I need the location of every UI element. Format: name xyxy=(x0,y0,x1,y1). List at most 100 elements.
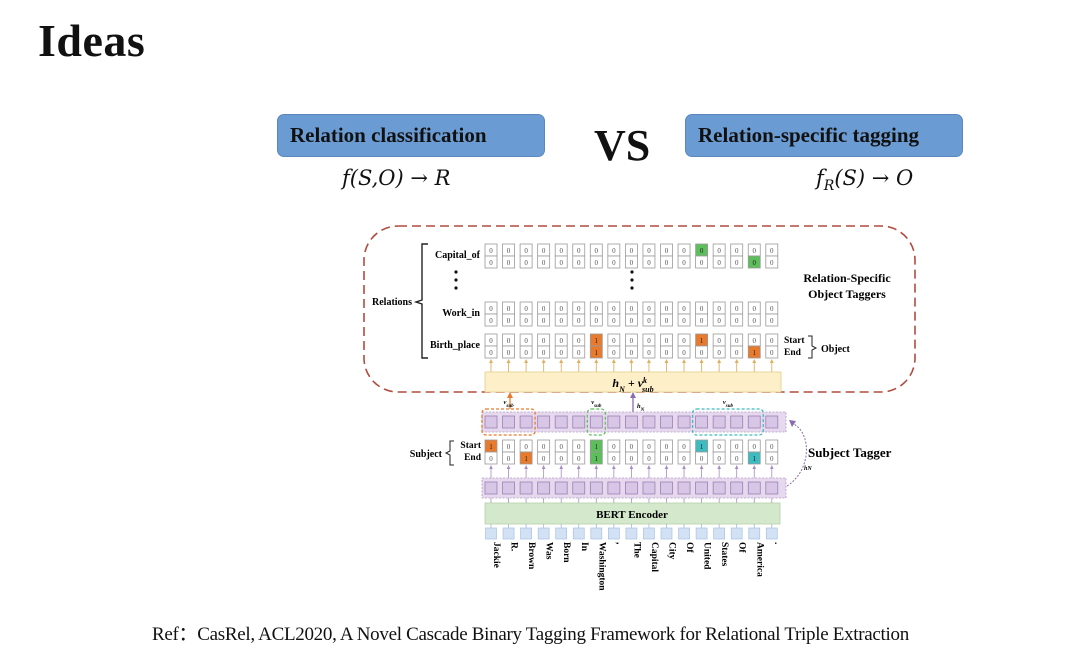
birth-place-start-value: 0 xyxy=(507,337,511,345)
object-taggers-title-1: Relation-Specific xyxy=(803,271,891,285)
capital-of-start-value: 0 xyxy=(630,247,634,255)
work-in-start-value: 0 xyxy=(559,305,563,313)
capital-of-end-cell xyxy=(589,255,603,269)
subject-input-arrowhead xyxy=(664,465,669,469)
capital-of-label: Capital_of xyxy=(435,250,481,261)
birth-place-end-cell xyxy=(519,345,533,359)
hn-arrowhead xyxy=(630,392,636,398)
ellipsis-dot xyxy=(630,286,634,290)
span-representation-unit xyxy=(730,415,744,429)
token-representation-unit xyxy=(554,481,568,495)
work-in-end-value: 0 xyxy=(577,317,581,325)
ellipsis-dot xyxy=(454,270,458,274)
capital-of-end-value: 0 xyxy=(770,259,774,267)
object-brace xyxy=(808,335,818,359)
token-embedding xyxy=(572,527,585,540)
birth-place-end-value: 0 xyxy=(700,349,704,357)
capital-of-end-cell xyxy=(554,255,568,269)
subject-end-value: 1 xyxy=(753,455,757,463)
subject-end-cell xyxy=(572,451,586,465)
subject-start-value: 0 xyxy=(753,443,757,451)
work-in-end-cell xyxy=(589,313,603,327)
work-in-end-value: 0 xyxy=(665,317,669,325)
subject-input-arrowhead xyxy=(770,465,774,469)
capital-of-start-value: 0 xyxy=(770,247,774,255)
birth-place-end-cell xyxy=(695,345,708,359)
capital-of-end-cell xyxy=(607,255,621,269)
birth-place-start-value: 1 xyxy=(700,337,704,345)
subject-end-cell xyxy=(747,451,761,465)
capital-of-end-cell xyxy=(660,255,673,269)
token-label: , xyxy=(614,542,624,545)
token-label: Brown xyxy=(526,542,536,570)
token-representation-unit xyxy=(484,481,498,495)
subject-start-value: 1 xyxy=(700,443,704,451)
token-representation-unit xyxy=(747,481,761,495)
token-embedding xyxy=(485,527,497,540)
token-embedding xyxy=(502,527,515,540)
relation-classification-formula: f(S,O) → R xyxy=(342,166,451,190)
birth-place-end-cell xyxy=(677,345,691,359)
subject-start-value: 0 xyxy=(717,443,721,451)
token-embedding xyxy=(625,527,638,540)
capital-of-start-value: 0 xyxy=(665,247,669,255)
subject-end-value: 0 xyxy=(630,455,634,463)
token-representation-unit xyxy=(712,481,726,495)
subject-input-arrowhead xyxy=(576,465,581,469)
birth-place-end-cell xyxy=(502,345,515,359)
subject-start-label: Start xyxy=(460,441,481,451)
work-in-start-value: 0 xyxy=(753,305,757,313)
work-in-end-value: 0 xyxy=(700,317,704,325)
capital-of-end-cell xyxy=(484,255,498,269)
birth-place-end-value: 1 xyxy=(753,349,757,357)
object-start-label: Start xyxy=(784,336,805,346)
capital-of-end-value: 0 xyxy=(595,259,599,267)
subject-input-arrowhead xyxy=(752,465,757,469)
subject-start-value: 0 xyxy=(647,443,651,451)
fusion-arrowhead xyxy=(524,359,529,363)
birth-place-start-value: 0 xyxy=(577,337,581,345)
capital-of-start-value: 0 xyxy=(577,247,581,255)
work-in-start-value: 0 xyxy=(630,305,634,313)
fusion-arrowhead xyxy=(594,359,599,363)
v-sub-label: vsub xyxy=(723,399,734,409)
capital-of-end-value: 0 xyxy=(577,259,581,267)
token-embedding xyxy=(730,527,743,540)
fusion-label-part: + v xyxy=(625,376,644,390)
subject-start-value: 0 xyxy=(665,443,669,451)
subject-end-cell xyxy=(502,451,515,465)
birth-place-end-cell xyxy=(712,345,726,359)
relation-specific-tagging-label: Relation-specific tagging xyxy=(698,123,920,147)
formula-rest: (S) → O xyxy=(834,166,914,190)
work-in-end-cell xyxy=(484,313,498,327)
capital-of-end-cell xyxy=(572,255,586,269)
birth-place-end-cell xyxy=(625,345,638,359)
birth-place-end-cell xyxy=(765,345,779,359)
token-embedding xyxy=(748,527,761,540)
object-taggers-title-2: Object Taggers xyxy=(808,287,886,301)
work-in-end-cell xyxy=(765,313,779,327)
span-representation-unit xyxy=(502,415,515,429)
work-in-start-value: 0 xyxy=(682,305,686,313)
subject-input-arrowhead xyxy=(717,465,721,469)
token-representation-unit xyxy=(677,481,691,495)
subject-tagger-loop-arrow xyxy=(786,422,807,487)
work-in-label: Work_in xyxy=(442,308,480,319)
subject-start-value: 0 xyxy=(735,443,739,451)
subject-span-box-green xyxy=(586,408,606,436)
work-in-end-value: 0 xyxy=(682,317,686,325)
subject-end-cell xyxy=(660,451,673,465)
hn-sub: N xyxy=(640,408,645,413)
token-label: America xyxy=(754,542,764,577)
birth-place-end-value: 0 xyxy=(665,349,669,357)
subject-end-value: 0 xyxy=(507,455,511,463)
span-representation-unit xyxy=(484,415,498,429)
subject-end-cell xyxy=(642,451,656,465)
ellipsis-dot xyxy=(630,270,634,274)
v-sub-sub: sub xyxy=(593,404,602,409)
ellipsis-dot xyxy=(454,278,458,282)
capital-of-end-value: 0 xyxy=(753,259,757,267)
subject-start-value: 0 xyxy=(630,443,634,451)
span-representation-unit xyxy=(695,415,708,429)
v-sub-main: v xyxy=(723,399,726,406)
